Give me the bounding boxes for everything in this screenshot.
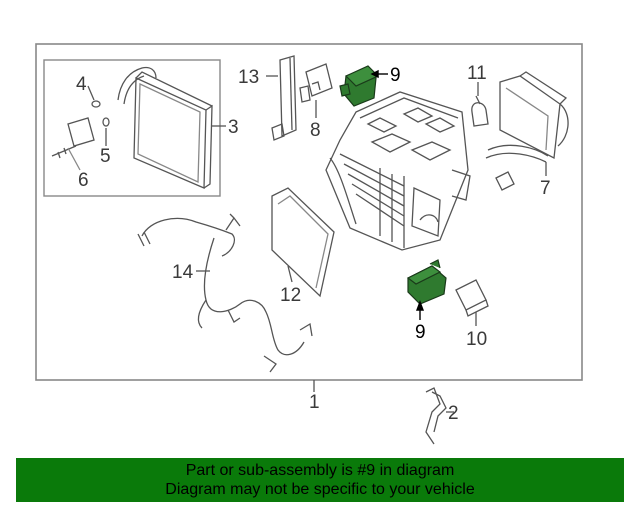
- callout-12: 12: [280, 285, 301, 306]
- callout-3: 3: [228, 117, 239, 138]
- banner-line-2: Diagram may not be specific to your vehi…: [165, 481, 475, 498]
- callout-11: 11: [467, 63, 487, 84]
- evaporator-core: [117, 66, 213, 189]
- module-part-10: [455, 279, 489, 317]
- assembly-frame: [35, 43, 583, 381]
- expansion-valve: [51, 117, 95, 171]
- callout-9-upper: 9: [390, 65, 401, 86]
- callout-10: 10: [466, 329, 487, 350]
- info-banner: Part or sub-assembly is #9 in diagram Di…: [16, 458, 624, 502]
- evaporator-subframe: [43, 59, 221, 197]
- wire-harness: [137, 213, 313, 373]
- callout-5: 5: [100, 146, 111, 167]
- duct-part-13: [271, 55, 297, 141]
- callout-14: 14: [172, 262, 194, 283]
- sensor-part-11: [471, 95, 489, 127]
- callout-8: 8: [310, 120, 321, 141]
- callout-1: 1: [309, 392, 320, 413]
- heater-core: [485, 71, 569, 191]
- callout-7: 7: [540, 178, 551, 199]
- callout-2: 2: [448, 403, 459, 424]
- banner-line-1: Part or sub-assembly is #9 in diagram: [185, 462, 455, 479]
- hvac-case: [325, 91, 471, 251]
- cabin-filter: [271, 187, 335, 298]
- part-9-upper-highlight: [339, 65, 380, 107]
- callout-13: 13: [238, 67, 259, 88]
- callout-6: 6: [78, 170, 89, 191]
- callout-9-lower: 9: [415, 322, 426, 343]
- part-9-lower-highlight: [406, 259, 447, 305]
- o-ring-part-4: [91, 100, 101, 108]
- o-ring-part-5: [102, 117, 110, 127]
- drain-hose: [425, 387, 447, 445]
- actuator-part-8: [299, 63, 333, 103]
- callout-4: 4: [76, 74, 87, 95]
